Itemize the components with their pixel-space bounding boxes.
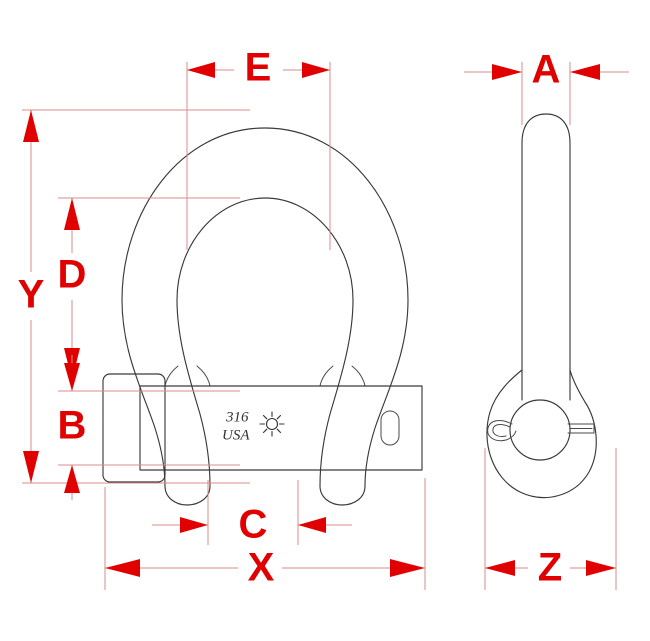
shackle-pin-head [102,373,166,483]
dimension-D-label: D [58,253,87,297]
side-view-pin-head-circle [509,399,571,461]
dimension-E: E [186,46,331,250]
dimension-X-arrow-right [390,559,425,577]
dimension-A-arrow-right [570,64,600,80]
shackle-right-leg-end [319,485,366,506]
dimension-B-arrow-top [64,363,80,391]
dimension-D-arrow-top [64,198,80,230]
dimension-Z: Z [484,448,617,590]
dimension-B: B [58,355,240,500]
side-view-cotter-loop-inner [492,424,511,437]
dimension-E-arrow-right [302,62,330,78]
dimension-Z-arrow-right [586,560,616,576]
side-view-geometry [486,113,597,499]
shackle-bow-inner-profile [176,197,354,487]
dimension-D: D [58,197,240,380]
marking-country-text: USA [222,427,250,443]
front-view-geometry: 316 USA [102,127,423,506]
dimension-A-arrow-left [492,64,522,80]
shackle-right-boss-shoulder [319,365,334,387]
dimension-Z-label: Z [538,546,562,590]
dimension-Z-arrow-left [485,560,515,576]
shackle-right-boss-shoulder-inner [351,365,366,387]
side-view-eye-body [486,369,597,499]
side-view-pin-tail [567,423,595,434]
dimension-Y-arrow-top [23,110,39,142]
shackle-pin-shank [139,385,423,471]
shackle-left-boss-shoulder [164,365,179,387]
shackle-left-boss-shoulder-inner [196,365,211,387]
dimension-E-arrow-left [187,62,215,78]
dimension-X: X [104,478,426,590]
dimension-C-label: C [239,503,268,547]
dimension-X-label: X [248,546,275,590]
dimension-Y-arrow-bottom [23,451,39,483]
cotter-pin-hole [380,410,400,446]
side-view-shank [521,113,571,401]
shackle-left-leg-end [164,485,211,506]
sun-symbol-icon [259,411,285,437]
marking-grade-text: 316 [225,409,249,425]
dimension-B-arrow-bottom [64,465,80,493]
dimension-Y-label: Y [18,273,45,317]
dimension-C-arrow-right [298,517,326,533]
dimension-A-label: A [532,48,561,92]
dimension-A: A [464,48,629,125]
dimension-B-label: B [58,404,87,448]
dimension-X-arrow-left [105,559,140,577]
dimension-Y: Y [18,109,250,484]
dimension-C-arrow-left [180,517,208,533]
dimension-E-label: E [245,46,272,90]
dimension-C: C [152,480,352,547]
shackle-bow-outer-profile [121,127,409,487]
side-view-cotter-loop [487,420,517,442]
